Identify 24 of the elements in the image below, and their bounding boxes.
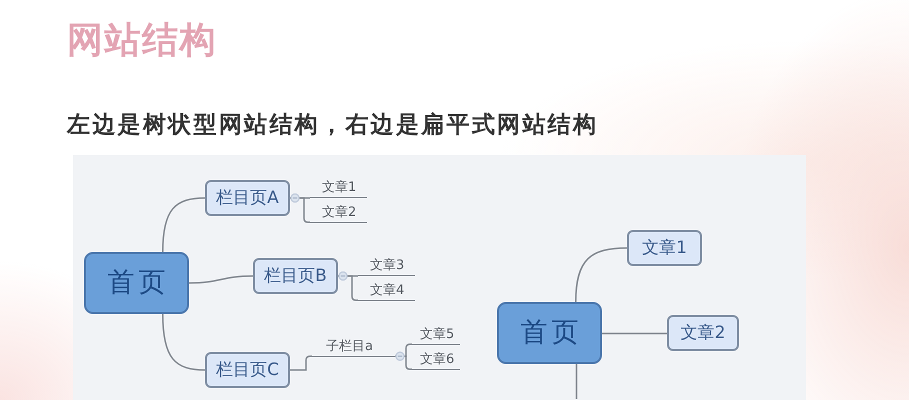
topic-box: 文章2 xyxy=(667,315,739,351)
connector-line xyxy=(575,247,628,302)
subtopic-text: 文章5 xyxy=(412,325,460,345)
root-topic-box: 首页 xyxy=(497,302,602,364)
topic-box: 栏目页A xyxy=(205,180,290,216)
subtopic-text: 文章3 xyxy=(358,256,415,276)
topic-box: 栏目页B xyxy=(253,258,338,294)
subtopic-text: 文章4 xyxy=(358,280,415,301)
root-topic-box: 首页 xyxy=(84,252,189,314)
connector-line xyxy=(188,275,254,284)
connector-line xyxy=(576,364,578,399)
subtopic-text: 文章6 xyxy=(412,349,460,370)
connector-line xyxy=(162,314,206,371)
title: 网站结构 xyxy=(67,19,217,63)
connector-line xyxy=(162,197,206,252)
connector-line xyxy=(602,332,667,334)
topic-box: 文章1 xyxy=(627,230,702,266)
topic-box: 栏目页C xyxy=(205,352,290,388)
subtitle: 左边是树状型网站结构，右边是扁平式网站结构 xyxy=(67,111,598,140)
connector-line xyxy=(290,356,312,371)
subtopic-text: 文章1 xyxy=(310,178,367,198)
subtopic-text: 文章2 xyxy=(310,202,367,223)
subtopic-text: 子栏目a xyxy=(312,337,395,357)
connector-line xyxy=(395,352,412,370)
